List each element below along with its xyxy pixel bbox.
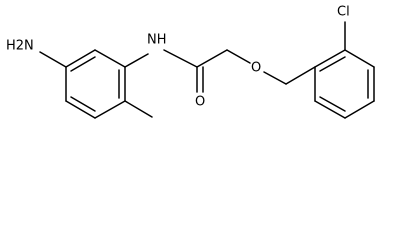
ring2-bond-a-inner bbox=[319, 56, 346, 72]
ether-o-to-ch2-bond bbox=[263, 71, 287, 85]
ring1-bond-f bbox=[65, 49, 96, 68]
amine-bond bbox=[39, 51, 67, 68]
ring1-bond-f-inner bbox=[70, 56, 96, 72]
ch2-to-ring-bond bbox=[285, 66, 316, 85]
methyl-bond bbox=[124, 100, 153, 118]
ring1-bond-a bbox=[94, 49, 126, 68]
nh-to-carbonyl-bond bbox=[163, 49, 198, 68]
ring2-bond-e-inner bbox=[319, 96, 346, 112]
carbonyl-to-ch2-bond bbox=[196, 49, 228, 68]
carbonyl-oxygen-label: O bbox=[195, 95, 205, 110]
amine-label: H2N bbox=[6, 39, 34, 54]
ring2-bond-d bbox=[344, 100, 375, 119]
ring1-bond-d bbox=[65, 100, 96, 119]
ring-to-nh-bond bbox=[124, 53, 149, 68]
chlorophenyl-ring bbox=[314, 49, 375, 119]
chlorine-label: Cl bbox=[337, 5, 350, 20]
ring2-bond-a bbox=[314, 49, 346, 68]
ring2-bond-b bbox=[344, 49, 375, 68]
amide-nitrogen-label: NH bbox=[147, 33, 167, 48]
chemical-structure-diagram: H2N NH O O Cl bbox=[6, 5, 375, 119]
ch2-to-ether-o-bond bbox=[226, 49, 251, 64]
ring1-bond-c bbox=[94, 100, 126, 119]
ring2-bond-e bbox=[314, 100, 346, 119]
ether-oxygen-label: O bbox=[251, 61, 261, 76]
ring1-bond-d-inner bbox=[70, 96, 96, 112]
aniline-ring bbox=[65, 49, 126, 119]
